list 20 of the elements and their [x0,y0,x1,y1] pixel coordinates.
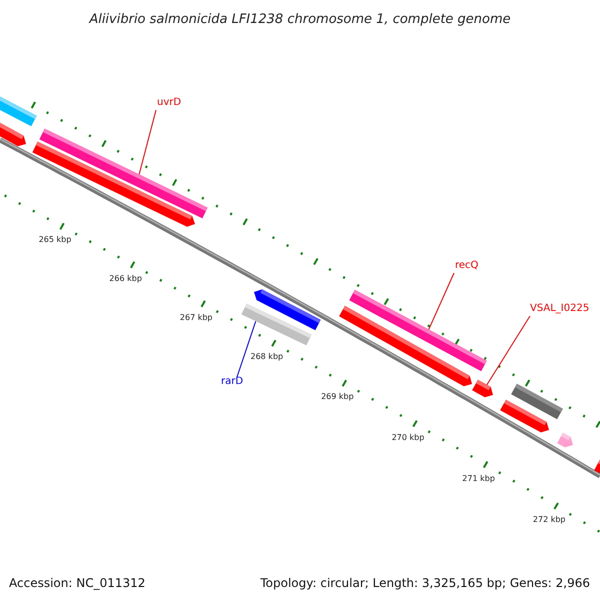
position-label: 272 kbp [532,515,566,526]
gene-label: rarD [221,376,244,388]
position-label: 271 kbp [462,474,495,484]
leader-line [428,272,454,330]
gene-label: recQ [455,260,478,272]
position-label: 270 kbp [392,432,424,443]
leader-line [138,110,156,175]
gene-bar [241,304,312,346]
leader-line [486,316,530,386]
gene-bar [472,380,493,398]
position-label: 269 kbp [321,392,354,402]
gene-label: VSAL_I0225 [530,303,590,315]
accession-text: Accession: NC_011312 [9,575,146,592]
position-label: 268 kbp [250,352,284,362]
genome-stats-text: Topology: circular; Length: 3,325,165 bp; Genes: 2,966 [260,575,590,592]
position-label: 265 kbp [38,235,72,246]
position-label: 266 kbp [109,274,142,284]
title: Aliivibrio salmonicida LFI1238 chromosome 1, complete genome [88,11,512,29]
gene-label: uvrD [157,97,182,109]
leader-line [236,320,256,378]
